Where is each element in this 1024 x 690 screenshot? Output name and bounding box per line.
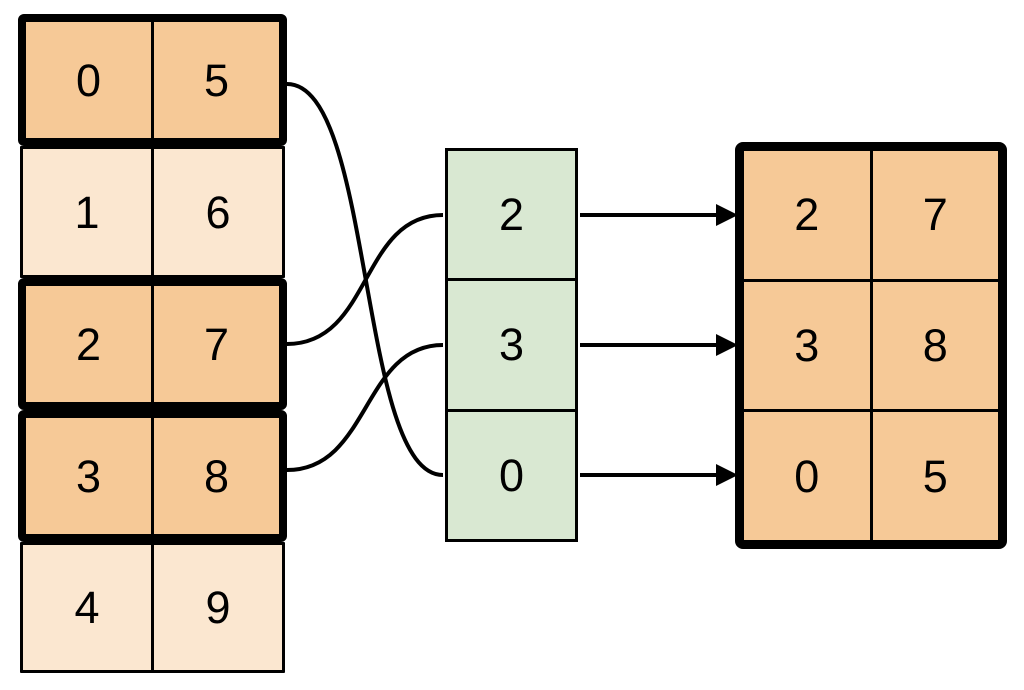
index-cell-2: 0 (448, 411, 575, 539)
source-cell-r0c0: 0 (26, 22, 151, 138)
source-row-3-highlighted: 3 8 (18, 410, 287, 542)
result-cell-r0c0: 2 (744, 151, 870, 279)
source-cell-r0c1: 5 (154, 22, 279, 138)
source-cell-r3c0: 3 (26, 418, 151, 534)
source-cell-r2c1: 7 (154, 286, 279, 402)
source-row-1: 1 6 (20, 146, 285, 278)
result-cell-r2c1: 5 (872, 412, 998, 540)
source-cell-r1c1: 6 (154, 149, 282, 275)
source-row-2-highlighted: 2 7 (18, 278, 287, 410)
source-row-0-highlighted: 0 5 (18, 14, 287, 146)
curve-source-row-0-to-index-0 (286, 82, 444, 477)
index-column: 2 3 0 (445, 148, 578, 542)
curve-source-row-2-to-index-2 (286, 213, 444, 346)
source-cell-r1c0: 1 (23, 149, 151, 275)
result-cell-r1c0: 3 (744, 281, 870, 410)
result-cell-r1c1: 8 (872, 281, 998, 410)
index-cell-0: 2 (448, 151, 575, 279)
source-cell-r4c1: 9 (154, 545, 282, 670)
source-cell-r3c1: 8 (154, 418, 279, 534)
curve-source-row-3-to-index-3 (286, 343, 444, 472)
index-cell-1: 3 (448, 281, 575, 409)
result-table: 2 7 3 8 0 5 (735, 142, 1007, 549)
source-cell-r4c0: 4 (23, 545, 151, 670)
source-table: 0 5 1 6 2 7 3 8 4 9 (18, 14, 287, 673)
source-cell-r2c0: 2 (26, 286, 151, 402)
result-cell-r0c1: 7 (872, 151, 998, 279)
result-cell-r2c0: 0 (744, 412, 870, 540)
source-row-4: 4 9 (20, 542, 285, 673)
